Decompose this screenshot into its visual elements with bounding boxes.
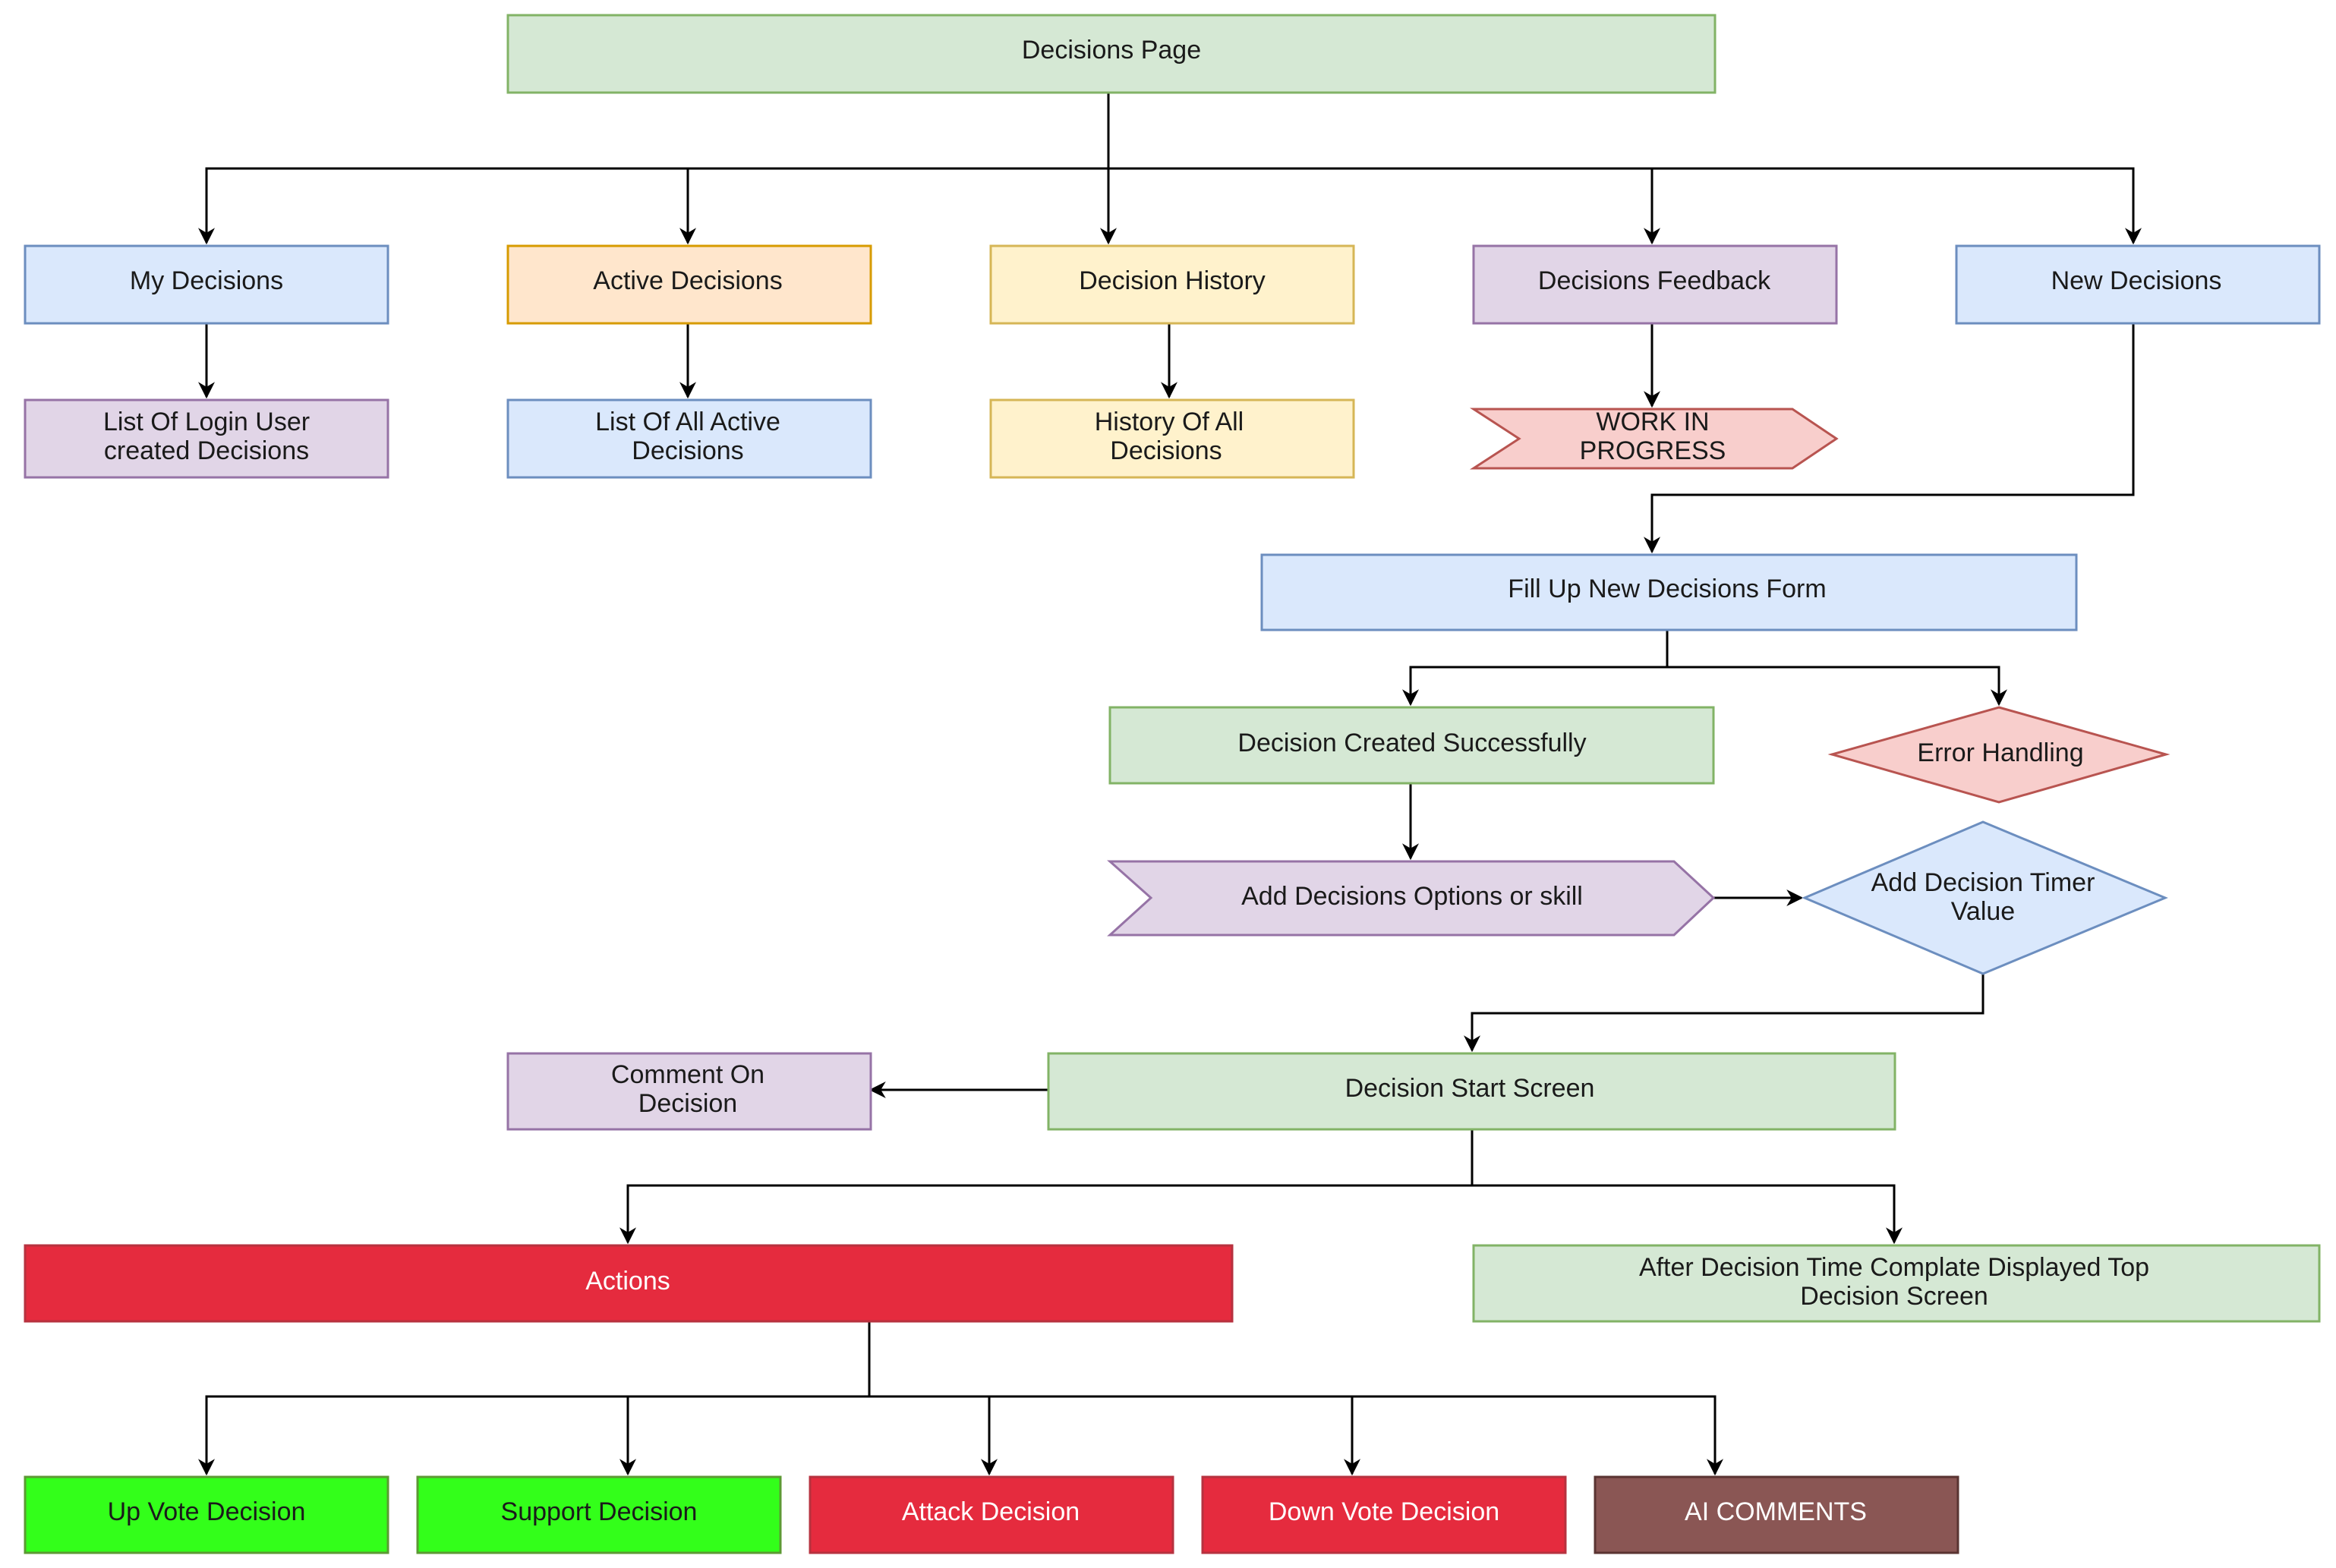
node-add-options: Add Decisions Options or skill [1107,860,1716,937]
connector-start-to-after-time [1472,1184,1903,1245]
node-label: Down Vote Decision [1269,1497,1499,1526]
connectors [198,93,2142,1476]
node-active-decisions: Active Decisions [506,244,872,325]
node-shape [506,398,872,479]
node-label: Actions [585,1267,670,1296]
connector-new-to-fill-form [1644,323,2135,554]
node-label: Decisions Feedback [1538,266,1771,295]
node-label: Support Decision [501,1497,698,1526]
node-comment-on-decision: Comment On Decision [506,1052,872,1131]
node-label: Active Decisions [593,266,782,295]
node-shape [989,398,1355,479]
node-label-line2: created Decisions [104,436,309,465]
node-label-line1: History Of All [1095,408,1244,436]
node-shape [1594,1475,1959,1554]
node-shape [1108,706,1715,785]
node-shape [24,1244,1234,1323]
node-shape [1201,1475,1567,1554]
node-decision-start: Decision Start Screen [1047,1052,1896,1131]
node-label-line2: Decisions [632,436,743,465]
node-label-line2: Decision [638,1089,737,1118]
connector-form-to-error [1667,666,2007,707]
connector-actions-to-down-vote [869,1395,1723,1476]
node-label: Up Vote Decision [108,1497,306,1526]
node-label: Decision History [1079,266,1266,295]
node-new-decisions: New Decisions [1955,244,2321,325]
node-label-line1: List Of All Active [595,408,780,436]
node-shape [506,244,872,325]
node-label: Error Handling [1917,738,2083,767]
node-shape [506,14,1717,94]
node-up-vote: Up Vote Decision [24,1475,389,1554]
node-fill-up-form: Fill Up New Decisions Form [1260,553,2078,631]
node-shape [24,398,389,479]
node-shape [1472,1244,2321,1323]
node-shape [1472,244,1838,325]
connector-page-to-decisions-feedback [1108,167,2142,245]
node-label-line1: WORK IN [1596,408,1709,436]
node-shape [1469,408,1839,470]
node-decisions-feedback: Decisions Feedback [1472,244,1838,325]
node-shape [506,1052,872,1131]
node-list-login-user: List Of Login User created Decisions [24,398,389,479]
node-after-time: After Decision Time Complate Displayed T… [1472,1244,2321,1323]
node-label: My Decisions [130,266,283,295]
node-attack: Attack Decision [809,1475,1174,1554]
node-down-vote: Down Vote Decision [1201,1475,1567,1554]
node-label: Attack Decision [902,1497,1080,1526]
node-decision-created: Decision Created Successfully [1108,706,1715,785]
connector-start-to-actions [619,1129,1474,1245]
node-shape [24,244,389,325]
node-shape [416,1475,782,1554]
node-support: Support Decision [416,1475,782,1554]
node-label: Fill Up New Decisions Form [1508,575,1826,603]
node-my-decisions: My Decisions [24,244,389,325]
node-label-line1: After Decision Time Complate Displayed T… [1639,1253,2149,1282]
node-label-line1: List Of Login User [103,408,310,436]
node-label: Decision Created Successfully [1237,729,1586,757]
node-label-line2: Value [1951,897,2015,926]
node-label: Decisions Page [1022,36,1201,65]
node-decisions-page: Decisions Page [506,14,1717,94]
node-shape [24,1475,389,1554]
node-shape [1260,553,2078,631]
node-label-line2: PROGRESS [1580,436,1726,465]
node-history-all: History Of All Decisions [989,398,1355,479]
node-shape [1107,860,1716,937]
node-shape [1802,820,2168,975]
connector-timer-to-start [1464,974,1984,1053]
node-shape [1047,1052,1896,1131]
node-label-line2: Decision Screen [1800,1282,1988,1311]
node-label-line1: Comment On [611,1060,764,1089]
node-label-line2: Decisions [1110,436,1222,465]
node-shape [989,244,1355,325]
connector-page-to-my-decisions [198,93,1110,245]
node-actions: Actions [24,1244,1234,1323]
node-error-handling: Error Handling [1827,706,2170,804]
connector-actions-to-up-vote [198,1321,871,1476]
node-shape [809,1475,1174,1554]
node-shape [1827,706,2170,804]
node-label: Add Decisions Options or skill [1241,882,1583,911]
node-ai-comments: AI COMMENTS [1594,1475,1959,1554]
connector-form-to-created [1402,630,1669,707]
node-label: Decision Start Screen [1345,1074,1595,1103]
node-decision-history: Decision History [989,244,1355,325]
node-label: AI COMMENTS [1685,1497,1867,1526]
node-label-line1: Add Decision Timer [1871,868,2095,897]
node-shape [1955,244,2321,325]
node-list-all-active: List Of All Active Decisions [506,398,872,479]
node-work-in-progress: WORK IN PROGRESS [1469,408,1839,470]
node-add-timer: Add Decision Timer Value [1802,820,2168,975]
node-label: New Decisions [2051,266,2222,295]
